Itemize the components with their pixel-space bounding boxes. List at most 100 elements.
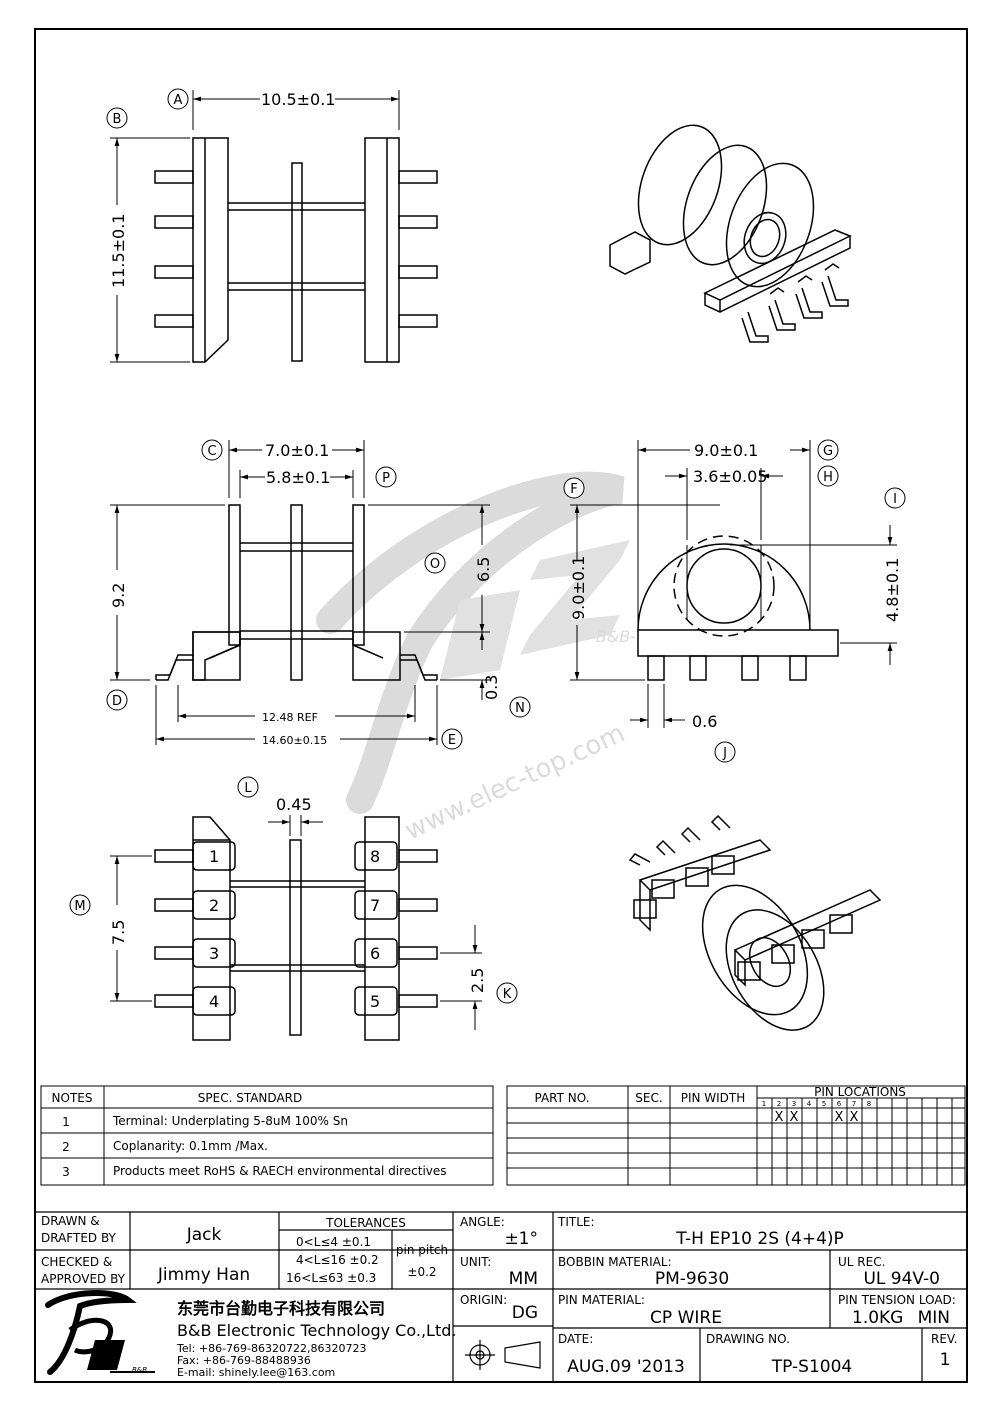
- parts-table: [506, 1085, 966, 1186]
- notes-table: [40, 1085, 494, 1186]
- company-tel: Tel: +86-769-86320722,86320723: [176, 1342, 367, 1355]
- approved-label: APPROVED BY: [41, 1272, 126, 1286]
- loc-3: 3: [792, 1100, 796, 1108]
- origin-label: ORIGIN:: [460, 1293, 507, 1307]
- drafted-label: DRAFTED BY: [41, 1231, 117, 1245]
- loc-2: 2: [777, 1100, 781, 1108]
- mark-6: X: [835, 1110, 844, 1125]
- callouts: [69, 88, 906, 1004]
- pin-width-header: PIN WIDTH: [681, 1091, 746, 1105]
- watermark: -B&B- www.elec-top.com: [316, 471, 636, 846]
- angle-label: ANGLE:: [460, 1215, 505, 1229]
- unit-label: UNIT:: [460, 1255, 491, 1269]
- mark-7: X: [850, 1110, 859, 1125]
- origin-value: DG: [512, 1303, 538, 1323]
- note-text-3: Products meet RoHS & RAECH environmental…: [113, 1164, 447, 1178]
- pin-view: [110, 815, 482, 1041]
- pin-locations-header: PIN LOCATIONS: [814, 1085, 906, 1099]
- note-text-2: Coplanarity: 0.1mm /Max.: [113, 1139, 268, 1153]
- dim-flange-height: 6.5: [474, 557, 493, 582]
- dim-height-front: 9.0±0.1: [569, 556, 588, 620]
- dim-pitch: 2.5: [468, 968, 487, 993]
- callout-J: J: [722, 746, 727, 761]
- iso-view-bottom: [628, 814, 882, 1031]
- loc-4: 4: [807, 1100, 812, 1108]
- loc-5: 5: [822, 1100, 826, 1108]
- company-name-cn: 东莞市台勤电子科技有限公司: [177, 1299, 385, 1318]
- callout-O: O: [430, 557, 440, 572]
- pin-label-8: 8: [370, 847, 380, 866]
- dim-wall: 0.45: [276, 795, 312, 814]
- tension-value: 1.0KG: [852, 1308, 903, 1328]
- mark-3: X: [790, 1110, 799, 1125]
- pin-pitch-tol: ±0.2: [407, 1265, 436, 1279]
- angle-value: ±1°: [504, 1229, 538, 1249]
- notes-header: NOTES: [52, 1091, 93, 1105]
- dim-width-side: 7.0±0.1: [265, 441, 329, 460]
- callout-L: L: [244, 781, 252, 796]
- rev-value: 1: [940, 1350, 951, 1370]
- tolerances-label: TOLERANCES: [325, 1216, 406, 1230]
- checked-label: CHECKED &: [41, 1255, 112, 1269]
- dim-pin-width: 0.6: [692, 712, 717, 731]
- drawn-by: Jack: [186, 1225, 222, 1245]
- callout-D: D: [112, 694, 122, 709]
- bobbin-value: PM-9630: [655, 1269, 729, 1289]
- rev-label: REV.: [931, 1332, 957, 1346]
- note-num-3: 3: [62, 1165, 70, 1179]
- date-value: AUG.09 '2013: [567, 1357, 685, 1377]
- logo-text: B&B: [132, 1366, 147, 1374]
- dim-diameter: 9.0±0.1: [694, 441, 758, 460]
- callout-P: P: [382, 471, 390, 486]
- pin-label-3: 3: [209, 944, 219, 963]
- pin-label-4: 4: [209, 992, 219, 1011]
- top-view: [110, 90, 438, 363]
- callout-K: K: [503, 987, 512, 1002]
- bobbin-label: BOBBIN MATERIAL:: [558, 1255, 672, 1269]
- pin-pitch-label: pin pitch: [396, 1243, 448, 1257]
- dim-pin-span: 7.5: [109, 920, 128, 945]
- front-view: [570, 440, 897, 728]
- callout-G: G: [823, 444, 833, 459]
- callout-A: A: [174, 93, 183, 108]
- dim-height-top: 11.5±0.1: [109, 214, 128, 288]
- dim-height-side: 9.2: [109, 583, 128, 608]
- part-no-header: PART NO.: [534, 1091, 589, 1105]
- dim-inner-width: 5.8±0.1: [266, 468, 330, 487]
- pin-label-2: 2: [209, 896, 219, 915]
- unit-value: MM: [509, 1269, 538, 1289]
- approved-by: Jimmy Han: [157, 1265, 250, 1285]
- dim-center-height: 4.8±0.1: [883, 558, 902, 622]
- ul-label: UL REC.: [838, 1255, 885, 1269]
- pin-label-6: 6: [370, 944, 380, 963]
- watermark-url: www.elec-top.com: [400, 718, 629, 846]
- dim-pin-offset: 0.3: [482, 675, 501, 700]
- dim-width-top: 10.5±0.1: [261, 90, 335, 109]
- loc-1: 1: [762, 1100, 766, 1108]
- drawing-frame: [34, 28, 968, 1383]
- tol-1: 0<L≤4 ±0.1: [296, 1235, 371, 1249]
- note-num-2: 2: [62, 1140, 70, 1154]
- title-block: [34, 1211, 968, 1383]
- tension-min: MIN: [918, 1308, 950, 1328]
- tol-3: 16<L≤63 ±0.3: [286, 1271, 376, 1285]
- callout-F: F: [570, 482, 577, 497]
- note-num-1: 1: [62, 1115, 70, 1129]
- company-logo: B&B: [45, 1290, 155, 1375]
- dim-hole: 3.6±0.05: [693, 467, 767, 486]
- company-email: E-mail: shinely.lee@163.com: [177, 1366, 335, 1379]
- side-view: [110, 440, 490, 745]
- company-name-en: B&B Electronic Technology Co.,Ltd.: [177, 1321, 456, 1340]
- pin-label-1: 1: [209, 847, 219, 866]
- loc-8: 8: [867, 1100, 871, 1108]
- spec-header: SPEC. STANDARD: [198, 1091, 302, 1105]
- callout-N: N: [515, 701, 525, 716]
- sec-header: SEC.: [635, 1091, 662, 1105]
- tension-label: PIN TENSION LOAD:: [838, 1293, 956, 1307]
- callout-I: I: [893, 492, 897, 507]
- dim-total-span: 14.60±0.15: [262, 734, 327, 747]
- pin-label-5: 5: [370, 992, 380, 1011]
- dim-ref-span: 12.48 REF: [262, 711, 318, 724]
- callout-E: E: [448, 733, 456, 748]
